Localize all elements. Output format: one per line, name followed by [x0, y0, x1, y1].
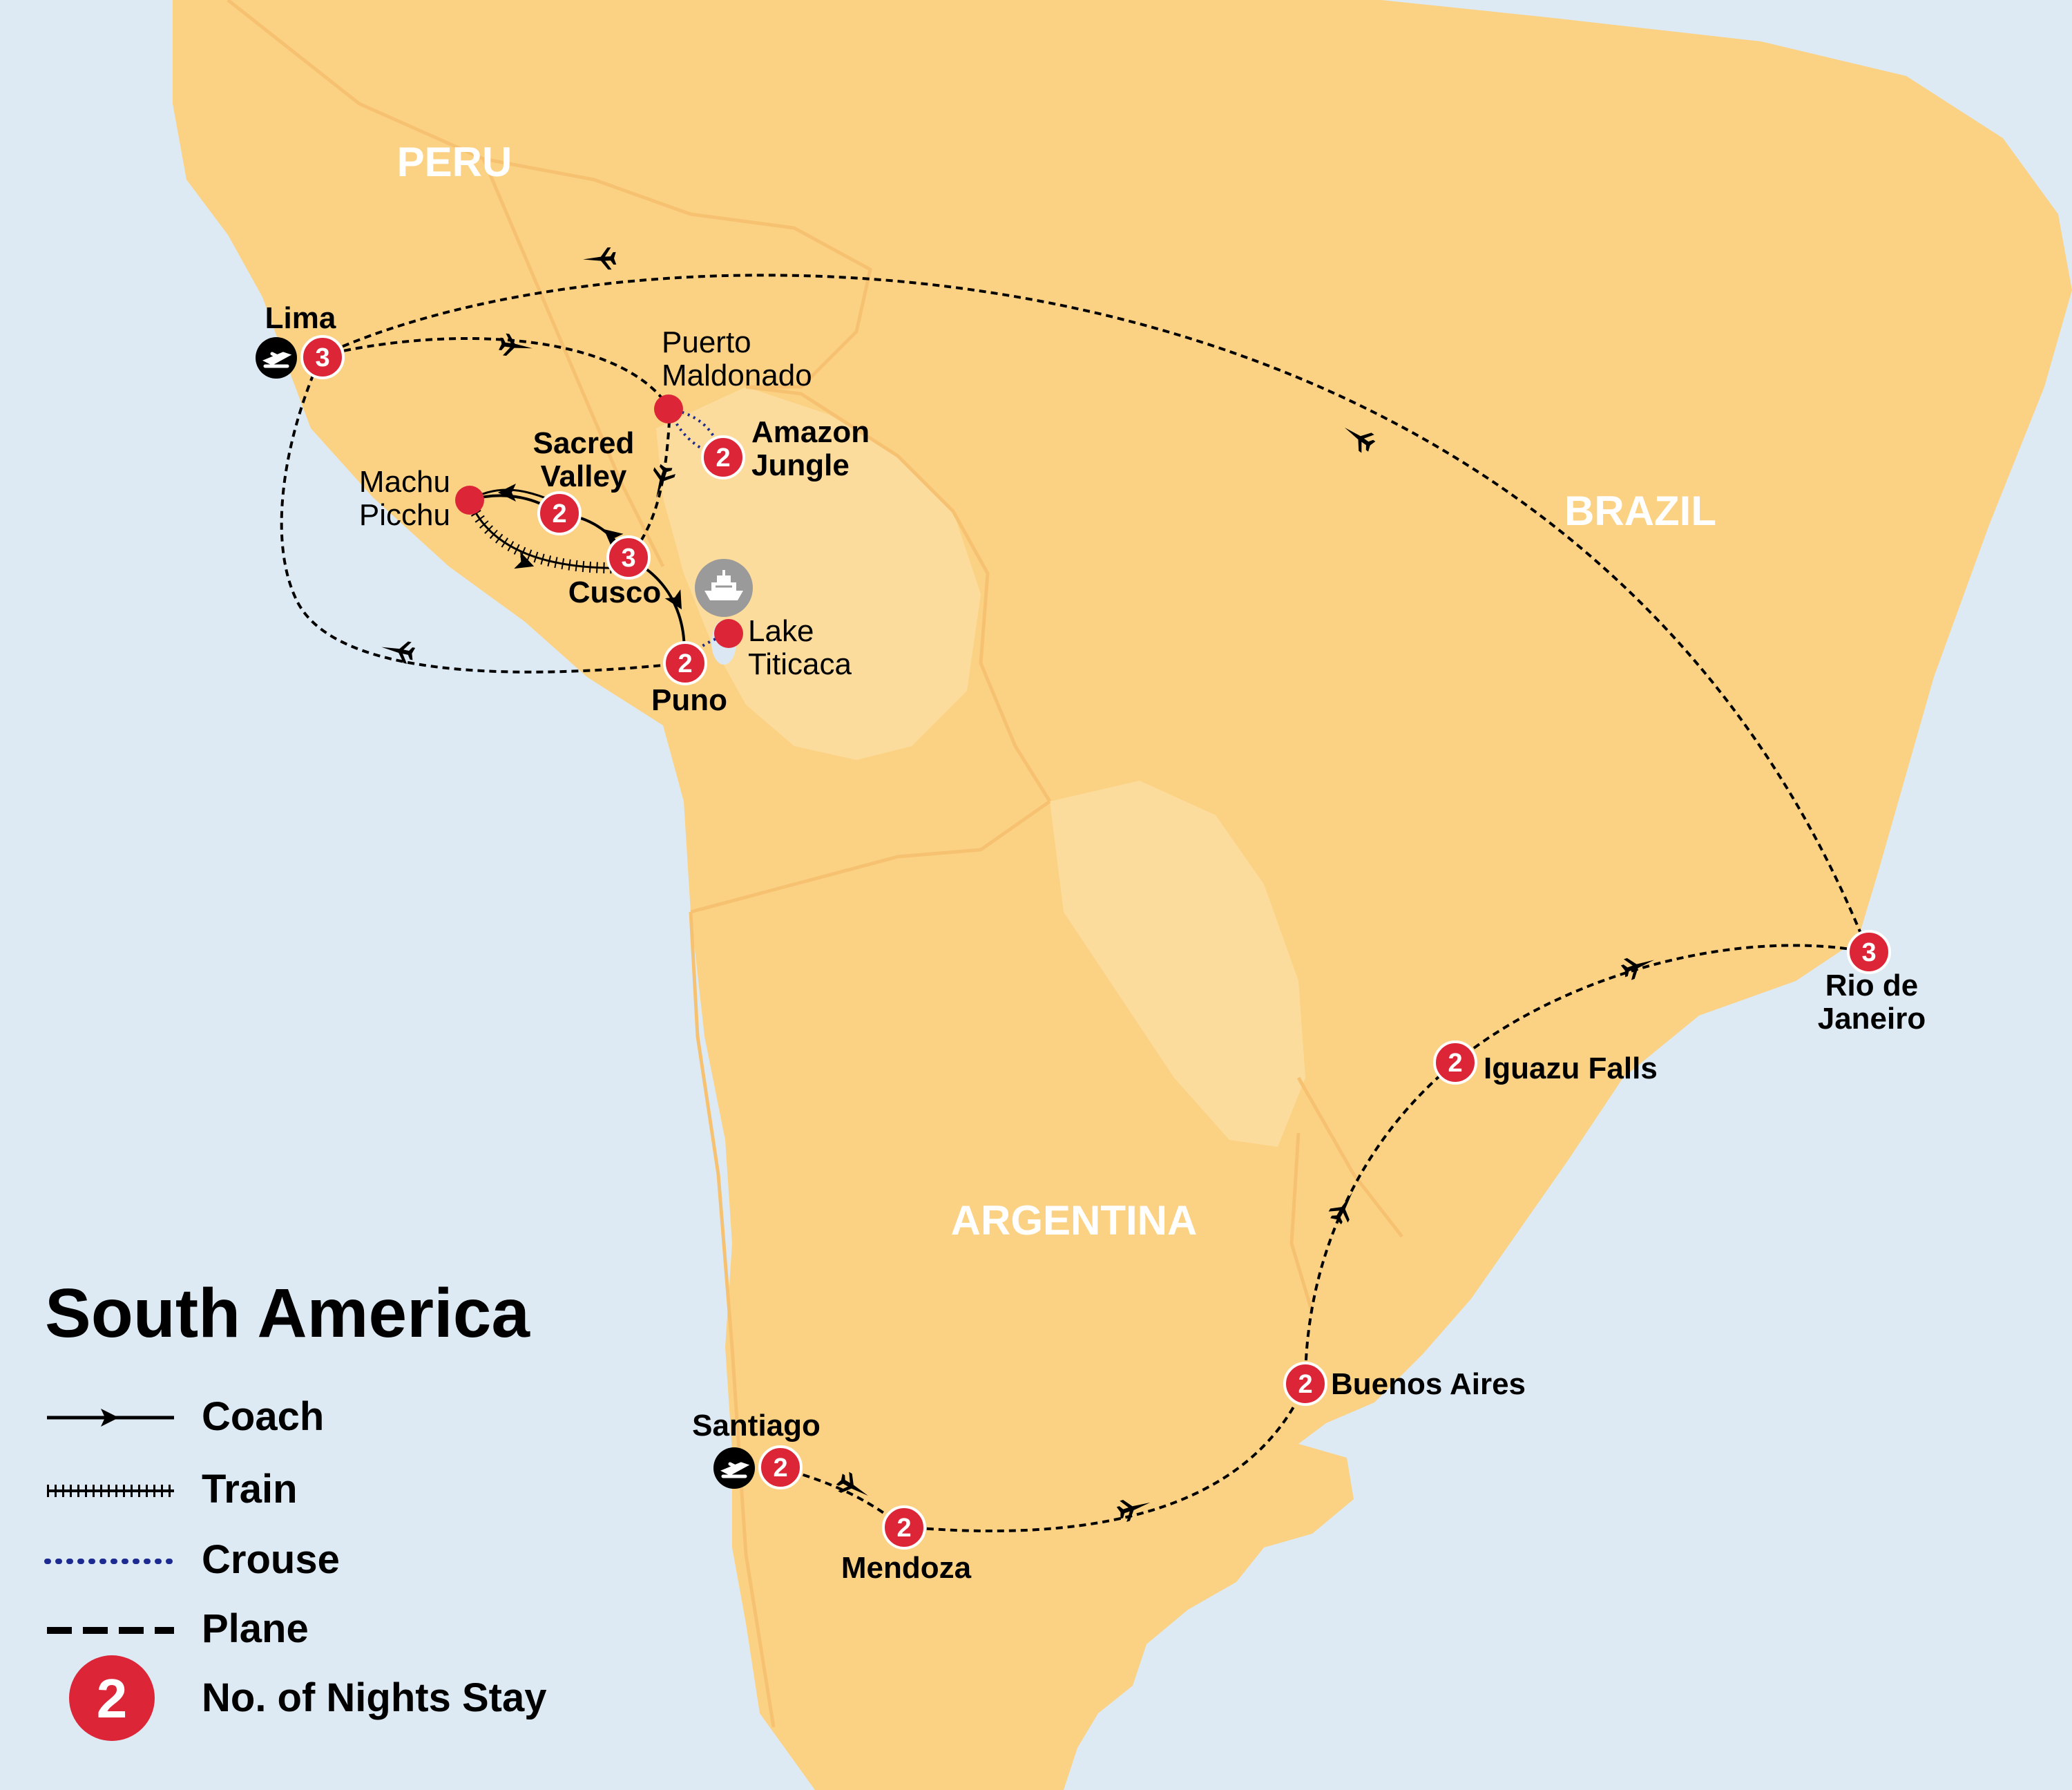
- label-cusco: Cusco: [568, 575, 661, 609]
- svg-text:Plane: Plane: [202, 1606, 309, 1651]
- legend: Coach Train Crouse Plane 2 No. of Nights…: [44, 1394, 546, 1741]
- label-puerto-maldonado-2: Maldonado: [662, 359, 812, 392]
- label-buenos-aires: Buenos Aires: [1331, 1367, 1526, 1401]
- svg-text:Train: Train: [202, 1467, 298, 1512]
- nights-badge-santiago: 2: [758, 1445, 803, 1489]
- legend-plane: Plane: [47, 1606, 309, 1651]
- svg-text:No. of Nights Stay: No. of Nights Stay: [202, 1675, 546, 1720]
- legend-train: Train: [47, 1467, 298, 1512]
- label-machu-picchu-2: Picchu: [359, 498, 450, 532]
- nights-badge-sacred-valley: 2: [537, 491, 582, 535]
- label-sacred-valley-2: Valley: [541, 459, 627, 493]
- airport-icon-lima: [256, 337, 297, 379]
- svg-text:2: 2: [97, 1668, 128, 1729]
- label-amazon-jungle-2: Jungle: [751, 448, 850, 482]
- airport-icon-santiago: [713, 1447, 755, 1489]
- label-mendoza: Mendoza: [841, 1551, 972, 1585]
- cruise-ship-icon: [695, 559, 753, 617]
- nights-badge-iguazu: 2: [1433, 1040, 1477, 1085]
- svg-text:2: 2: [1298, 1370, 1312, 1399]
- nights-badge-rio: 3: [1847, 930, 1891, 974]
- label-sacred-valley-1: Sacred: [533, 426, 635, 460]
- svg-text:2: 2: [552, 499, 566, 529]
- svg-text:3: 3: [621, 544, 635, 573]
- route-buenos-aires-iguazu: [1304, 1061, 1457, 1384]
- svg-text:Coach: Coach: [202, 1394, 324, 1439]
- label-rio-1: Rio de: [1825, 969, 1918, 1002]
- svg-text:2: 2: [716, 444, 730, 473]
- legend-cruise: Crouse: [44, 1537, 340, 1582]
- country-borders: [227, 0, 1403, 1728]
- route-lima-rio: [320, 274, 1870, 953]
- region-paraguay: [1050, 781, 1305, 1147]
- nights-badge-puno: 2: [663, 641, 707, 685]
- country-label-brazil: BRAZIL: [1564, 488, 1716, 534]
- label-puerto-maldonado-1: Puerto: [662, 325, 751, 359]
- label-puno: Puno: [651, 683, 727, 717]
- nights-badge-mendoza: 2: [882, 1505, 926, 1550]
- svg-text:2: 2: [773, 1454, 787, 1483]
- svg-text:3: 3: [315, 343, 329, 372]
- nights-badge-cusco: 3: [606, 535, 651, 580]
- label-santiago: Santiago: [692, 1409, 821, 1443]
- route-lima-puerto-maldonado: [320, 337, 671, 410]
- country-label-peru: PERU: [397, 139, 512, 185]
- nights-badge-lima: 3: [300, 335, 345, 379]
- country-label-argentina: ARGENTINA: [951, 1197, 1198, 1244]
- svg-text:2: 2: [896, 1514, 911, 1543]
- label-amazon-jungle-1: Amazon: [751, 415, 870, 449]
- route-puno-lima: [280, 355, 684, 674]
- legend-nights: 2 No. of Nights Stay: [69, 1655, 546, 1741]
- label-lima: Lima: [265, 301, 336, 335]
- label-rio-2: Janeiro: [1818, 1002, 1926, 1036]
- nights-badge-amazon-jungle: 2: [701, 435, 745, 479]
- label-iguazu: Iguazu Falls: [1484, 1051, 1658, 1085]
- stop-dot-puerto-maldonado: [654, 394, 683, 423]
- route-iguazu-rio: [1454, 944, 1869, 1064]
- map-title: South America: [45, 1275, 530, 1352]
- label-lake-titicaca-1: Lake: [748, 614, 814, 648]
- svg-text:2: 2: [678, 649, 692, 678]
- route-amazon-puerto-maldonado: [672, 417, 723, 459]
- svg-text:Crouse: Crouse: [202, 1537, 340, 1582]
- label-machu-picchu-1: Machu: [359, 465, 450, 499]
- stop-dot-lake-titicaca: [714, 619, 743, 648]
- region-bolivia: [656, 387, 981, 760]
- route-mendoza-buenos-aires: [903, 1383, 1307, 1533]
- svg-text:2: 2: [1448, 1049, 1462, 1078]
- label-lake-titicaca-2: Titicaca: [748, 647, 852, 681]
- svg-text:3: 3: [1861, 938, 1876, 967]
- legend-coach: Coach: [47, 1394, 324, 1439]
- stop-dot-machu-picchu: [455, 486, 484, 515]
- nights-badge-buenos-aires: 2: [1283, 1362, 1327, 1406]
